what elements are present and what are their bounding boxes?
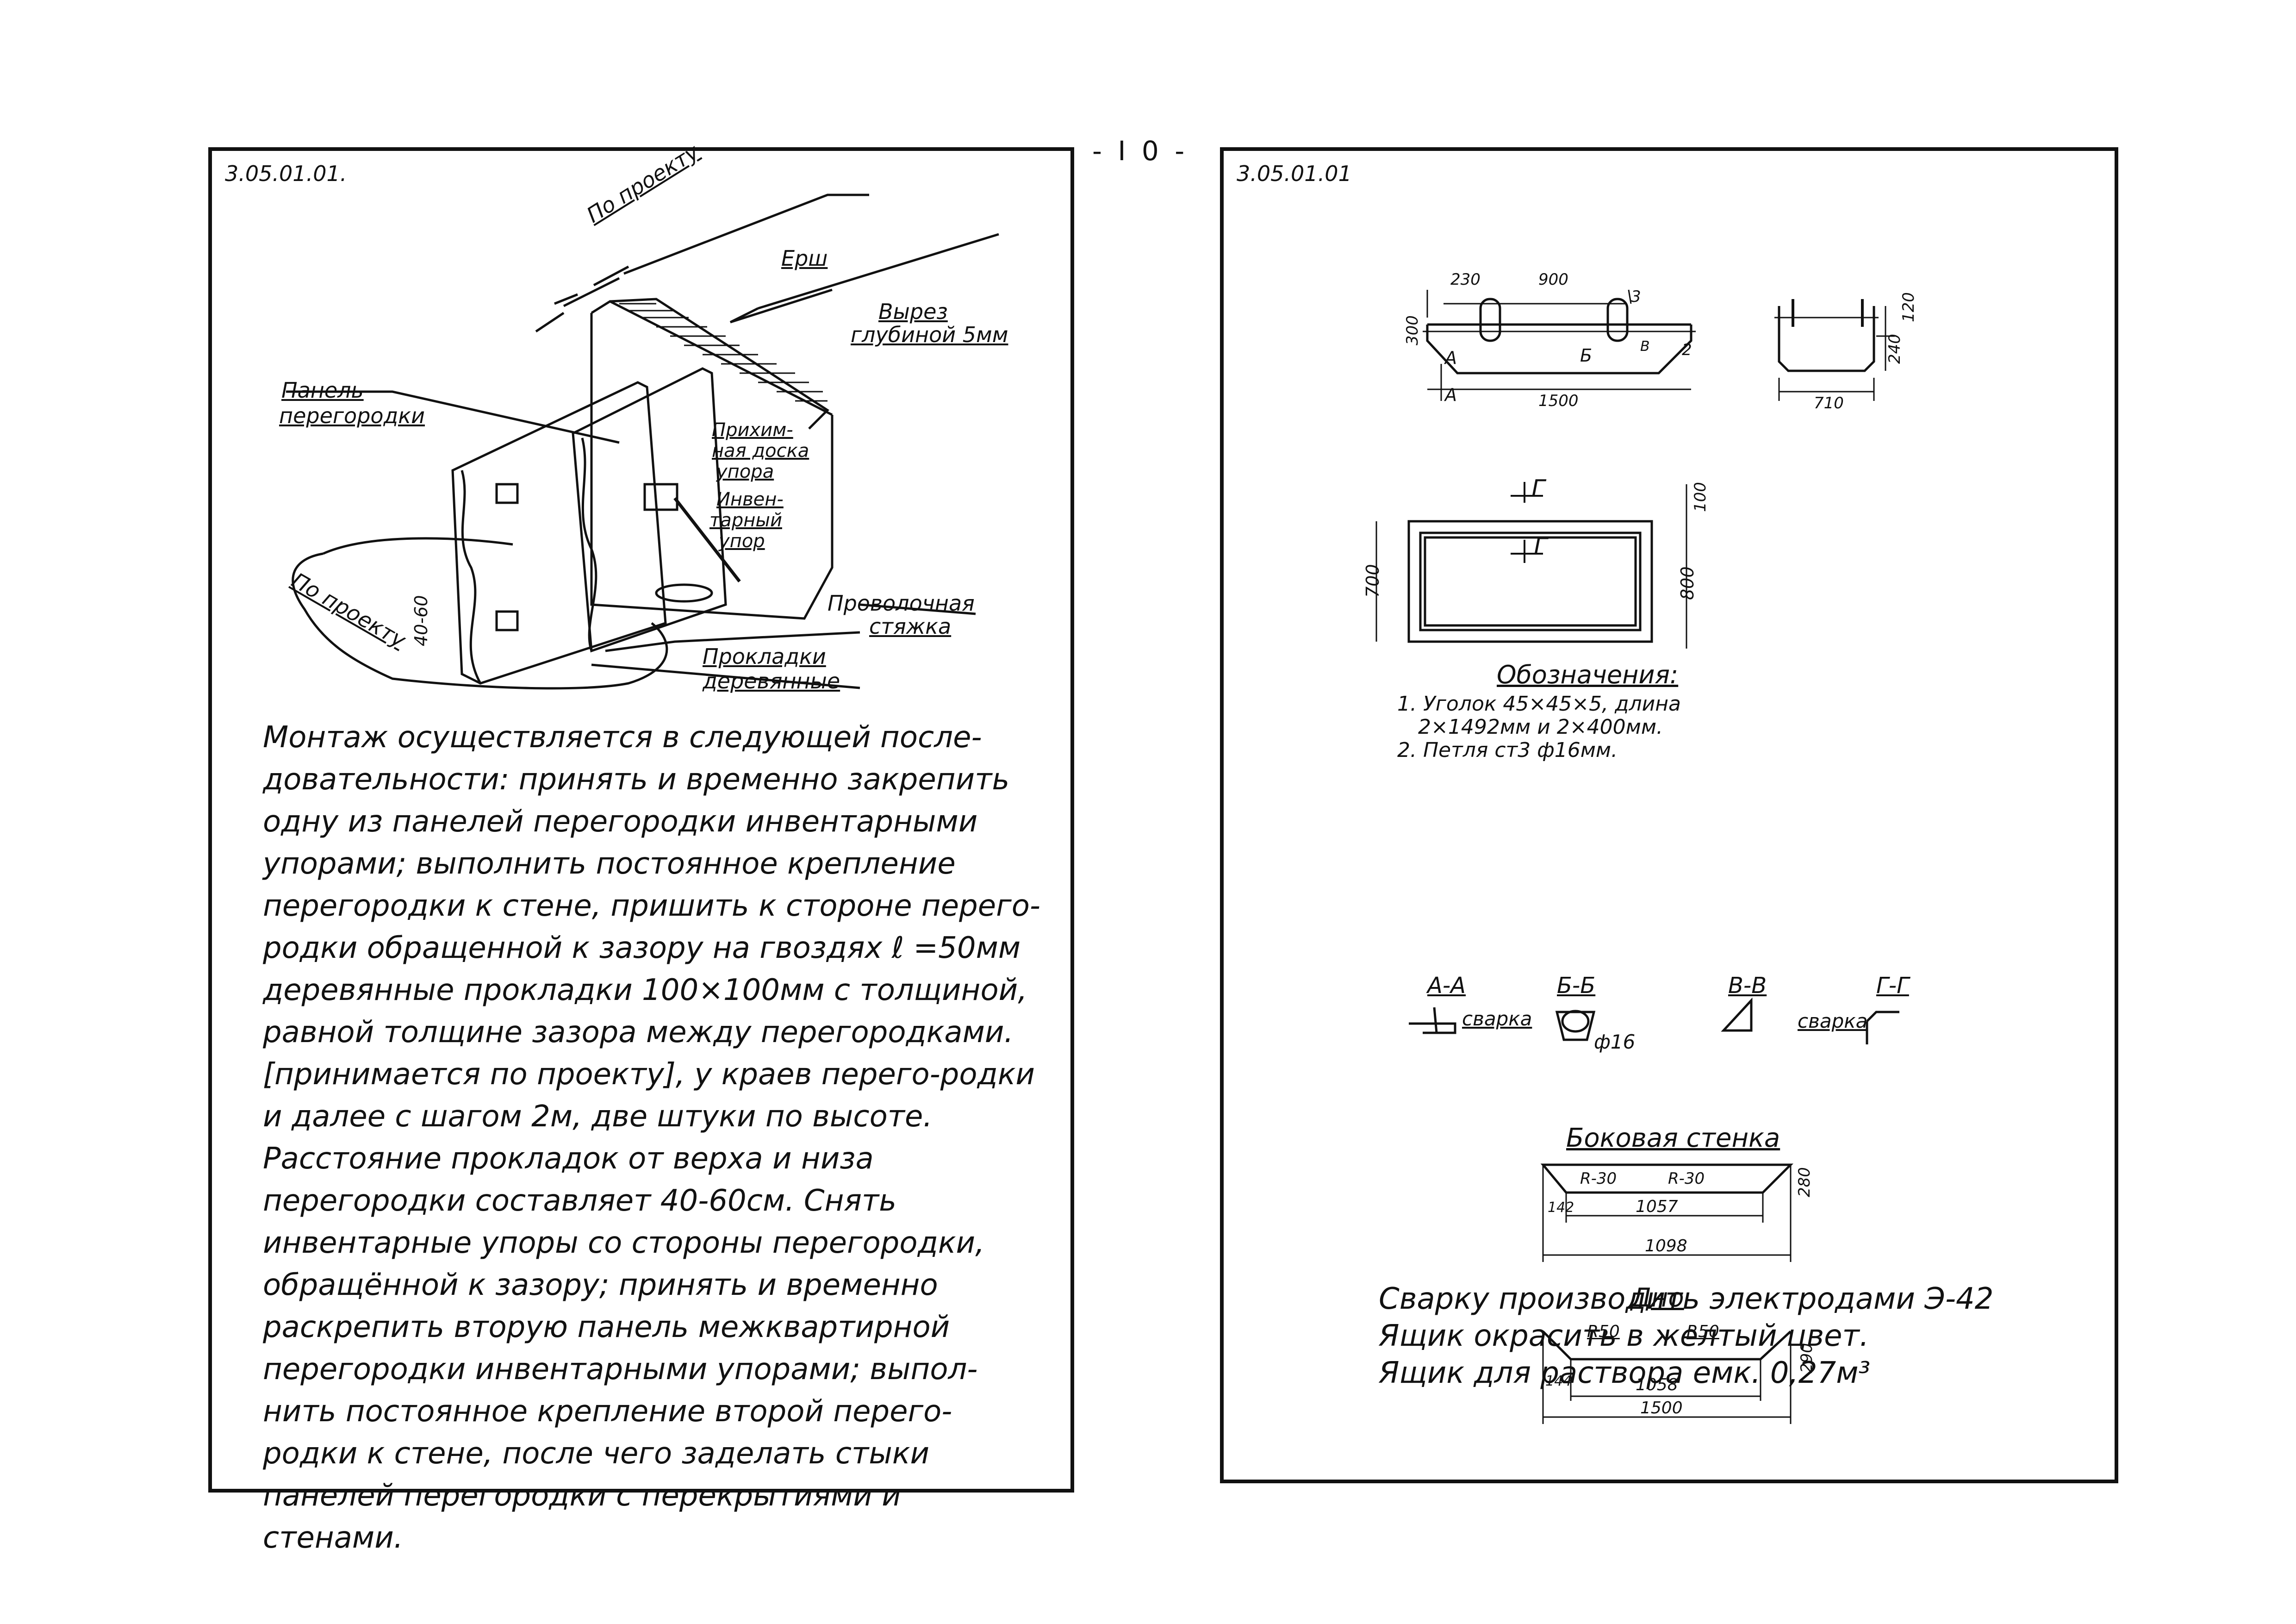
bottom-title: Дно xyxy=(1631,1283,1684,1313)
side-wall-d1: 142 xyxy=(1548,1199,1574,1216)
section-bb-dim: ф16 xyxy=(1594,1031,1636,1053)
legend-item: 2×1492мм и 2×400мм. xyxy=(1418,715,1663,739)
legend-item: 1. Уголок 45×45×5, длина xyxy=(1397,692,1681,716)
label-vyrez-2: глубиной 5мм xyxy=(851,322,1008,347)
section-bb-title: Б-Б xyxy=(1557,973,1596,999)
note-line: Ящик окрасить в желтый цвет. xyxy=(1379,1319,1869,1353)
label-inventar-2: тарный xyxy=(709,510,782,531)
left-drawing-sheet: 3.05.01.01. xyxy=(208,139,1074,1555)
label-panel-1: Панель xyxy=(281,378,364,403)
side-wall-d2: 1057 xyxy=(1636,1197,1678,1216)
note-line: Ящик для раствора емк. 0,27м³ xyxy=(1379,1356,1871,1390)
dim-40-60: 40-60 xyxy=(411,595,431,646)
sheet-code: 3.05.01.01. xyxy=(225,161,347,186)
partition-installation-drawing xyxy=(286,194,999,690)
side-wall-title: Боковая стенка xyxy=(1566,1123,1780,1153)
section-aa-note: сварка xyxy=(1462,1007,1532,1030)
legend-item: 2. Петля ст3 ф16мм. xyxy=(1397,738,1618,762)
legend-title: Обозначения: xyxy=(1497,660,1679,689)
procedure-paragraph: Монтаж осуществляется в следующей после-… xyxy=(263,720,1040,1555)
section-b: Б xyxy=(1580,345,1593,366)
dim-1500: 1500 xyxy=(1538,392,1579,410)
label-inventar-1: Инвен- xyxy=(716,489,784,510)
section-vv-title: В-В xyxy=(1728,973,1767,999)
label-prokladki-2: деревянные xyxy=(703,668,840,693)
mark-3: 3 xyxy=(1631,287,1641,306)
dim-300: 300 xyxy=(1403,315,1422,345)
right-drawing-sheet: 3.05.01.01 xyxy=(1220,147,2118,1483)
label-provolochnaya-2: стяжка xyxy=(869,614,952,639)
side-wall-r2: R-30 xyxy=(1668,1169,1705,1188)
bottom-d2: 1058 xyxy=(1636,1375,1678,1394)
dim-100: 100 xyxy=(1691,482,1710,512)
label-vyrez-1: Вырез xyxy=(878,299,948,324)
section-g-top: Г xyxy=(1531,475,1545,503)
installation-procedure-text: Монтаж осуществляется в следующей после-… xyxy=(263,717,1040,1559)
note-line: Сварку производить электродами Э-42 xyxy=(1379,1282,1994,1316)
bottom-d3: 1500 xyxy=(1640,1399,1683,1418)
bottom-r1: R50 xyxy=(1587,1322,1620,1341)
section-a-top: A xyxy=(1445,348,1457,368)
side-wall-d3: 1098 xyxy=(1645,1237,1687,1255)
label-provolochnaya-1: Проволочная xyxy=(828,591,975,616)
label-prokladki-1: Прокладки xyxy=(703,644,826,669)
bottom-d1: 144 xyxy=(1545,1373,1572,1389)
bottom-r2: R50 xyxy=(1686,1322,1719,1341)
label-prikhvat-3: упора xyxy=(716,461,774,482)
dim-900: 900 xyxy=(1538,270,1568,289)
section-g-bottom: Г xyxy=(1534,533,1547,561)
section-vv-note: сварка xyxy=(1798,1010,1868,1032)
label-prikhvat-2: ная доска xyxy=(712,440,809,462)
mark-2: 2 xyxy=(1682,341,1692,359)
label-ersh: Ерш xyxy=(781,246,828,271)
legend-list: 1. Уголок 45×45×5, длина 2×1492мм и 2×40… xyxy=(1397,693,1681,762)
label-inventar-3: упор xyxy=(719,531,765,552)
section-gg-title: Г-Г xyxy=(1876,973,1909,999)
section-a-bottom: A xyxy=(1445,385,1457,405)
dim-240: 240 xyxy=(1885,334,1904,364)
section-v: В xyxy=(1640,338,1650,355)
side-wall-height: 280 xyxy=(1795,1167,1814,1197)
dim-800: 800 xyxy=(1677,566,1698,600)
page-number: - I 0 - xyxy=(1092,135,1188,167)
dim-710: 710 xyxy=(1814,394,1844,412)
dim-120: 120 xyxy=(1899,292,1918,322)
sheet-code: 3.05.01.01 xyxy=(1237,161,1352,186)
section-aa-title: А-А xyxy=(1427,973,1466,999)
fabrication-notes: Сварку производить электродами Э-42 Ящик… xyxy=(1379,1280,1993,1392)
mortar-box-drawing xyxy=(1375,289,1899,1424)
dim-230: 230 xyxy=(1450,270,1481,289)
side-wall-r1: R-30 xyxy=(1580,1169,1617,1188)
label-prikhvat-1: Прихим- xyxy=(712,419,793,441)
dim-700: 700 xyxy=(1363,564,1383,598)
label-panel-2: перегородки xyxy=(279,403,425,428)
